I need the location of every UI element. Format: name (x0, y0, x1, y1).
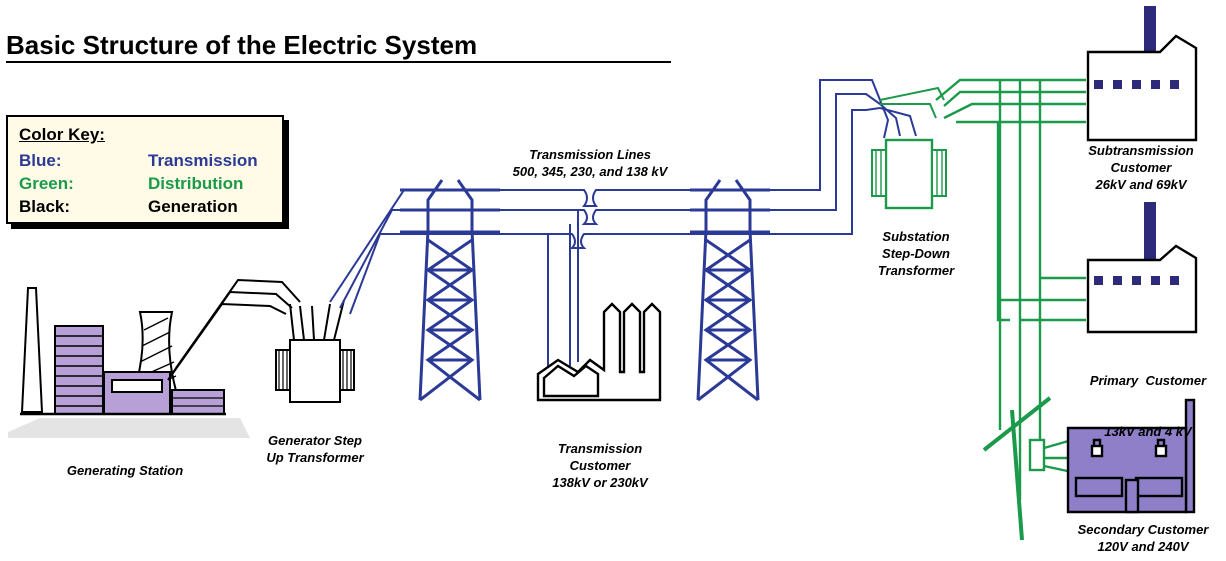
label-secondary-customer: Secondary Customer 120V and 240V (1060, 521, 1226, 555)
label-generator-step-up-transformer: Generator Step Up Transformer (240, 432, 390, 466)
transmission-customer-drops (547, 210, 579, 370)
label-substation-line-1: Substation (882, 229, 950, 244)
key-value-transmission: Transmission (148, 151, 258, 170)
substation-transformer (871, 86, 947, 210)
label-primary-line-2: 13kV and 4 kV (1104, 424, 1192, 439)
label-transmission-lines-line-2: 500, 345, 230, and 138 kV (512, 164, 668, 179)
label-subtransmission-line-2: Customer (1110, 160, 1172, 175)
label-secondary-line-2: 120V and 240V (1097, 539, 1189, 554)
transmission-tower-1 (400, 179, 500, 402)
label-substation-line-2: Step-Down (882, 246, 950, 261)
title-underline (6, 61, 671, 63)
label-transmission-lines-line-1: Transmission Lines (529, 147, 651, 162)
label-primary-customer: Primary Customer 13kV and 4 kV (1070, 338, 1226, 457)
label-transmission-lines: Transmission Lines 500, 345, 230, and 13… (480, 146, 700, 180)
diagram-title: Basic Structure of the Electric System (6, 30, 478, 60)
subtransmission-customer-building (1086, 6, 1198, 142)
label-subtransmission-customer: Subtransmission Customer 26kV and 69kV (1066, 142, 1216, 193)
label-subtransmission-line-1: Subtransmission (1088, 143, 1194, 158)
label-transmission-customer-line-3: 138kV or 230kV (552, 475, 648, 490)
key-label-black: Black: (19, 197, 71, 216)
color-key-heading: Color Key: (19, 125, 105, 144)
label-transmission-customer-line-2: Customer (569, 458, 631, 473)
key-label-green: Green: (19, 174, 74, 193)
label-primary-line-1: Primary Customer (1089, 373, 1207, 388)
transmission-customer-factory (536, 302, 662, 402)
label-substation-line-3: Transformer (877, 263, 955, 278)
label-subtransmission-line-3: 26kV and 69kV (1095, 177, 1187, 192)
generating-station (8, 278, 301, 438)
label-generating-station: Generating Station (66, 463, 184, 478)
distribution-lines (935, 78, 1086, 541)
secondary-customer-house (1066, 398, 1196, 514)
label-transmission-customer: Transmission Customer 138kV or 230kV (520, 440, 680, 491)
generator-step-up-transformer (275, 299, 355, 403)
key-value-generation: Generation (148, 197, 238, 216)
label-secondary-line-1: Secondary Customer (1077, 522, 1209, 537)
primary-customer-building (1086, 202, 1198, 334)
transmission-lines (329, 79, 881, 315)
label-substation: Substation Step-Down Transformer (856, 228, 976, 279)
key-label-blue: Blue: (19, 151, 62, 170)
label-transmission-customer-line-1: Transmission (557, 441, 643, 456)
color-key: Color Key: Blue: Transmission Green: Dis… (6, 115, 284, 224)
transmission-tower-2 (690, 179, 770, 402)
label-generator-line-1: Generator Step (268, 433, 362, 448)
label-generator-line-2: Up Transformer (266, 450, 364, 465)
key-value-distribution: Distribution (148, 174, 244, 193)
